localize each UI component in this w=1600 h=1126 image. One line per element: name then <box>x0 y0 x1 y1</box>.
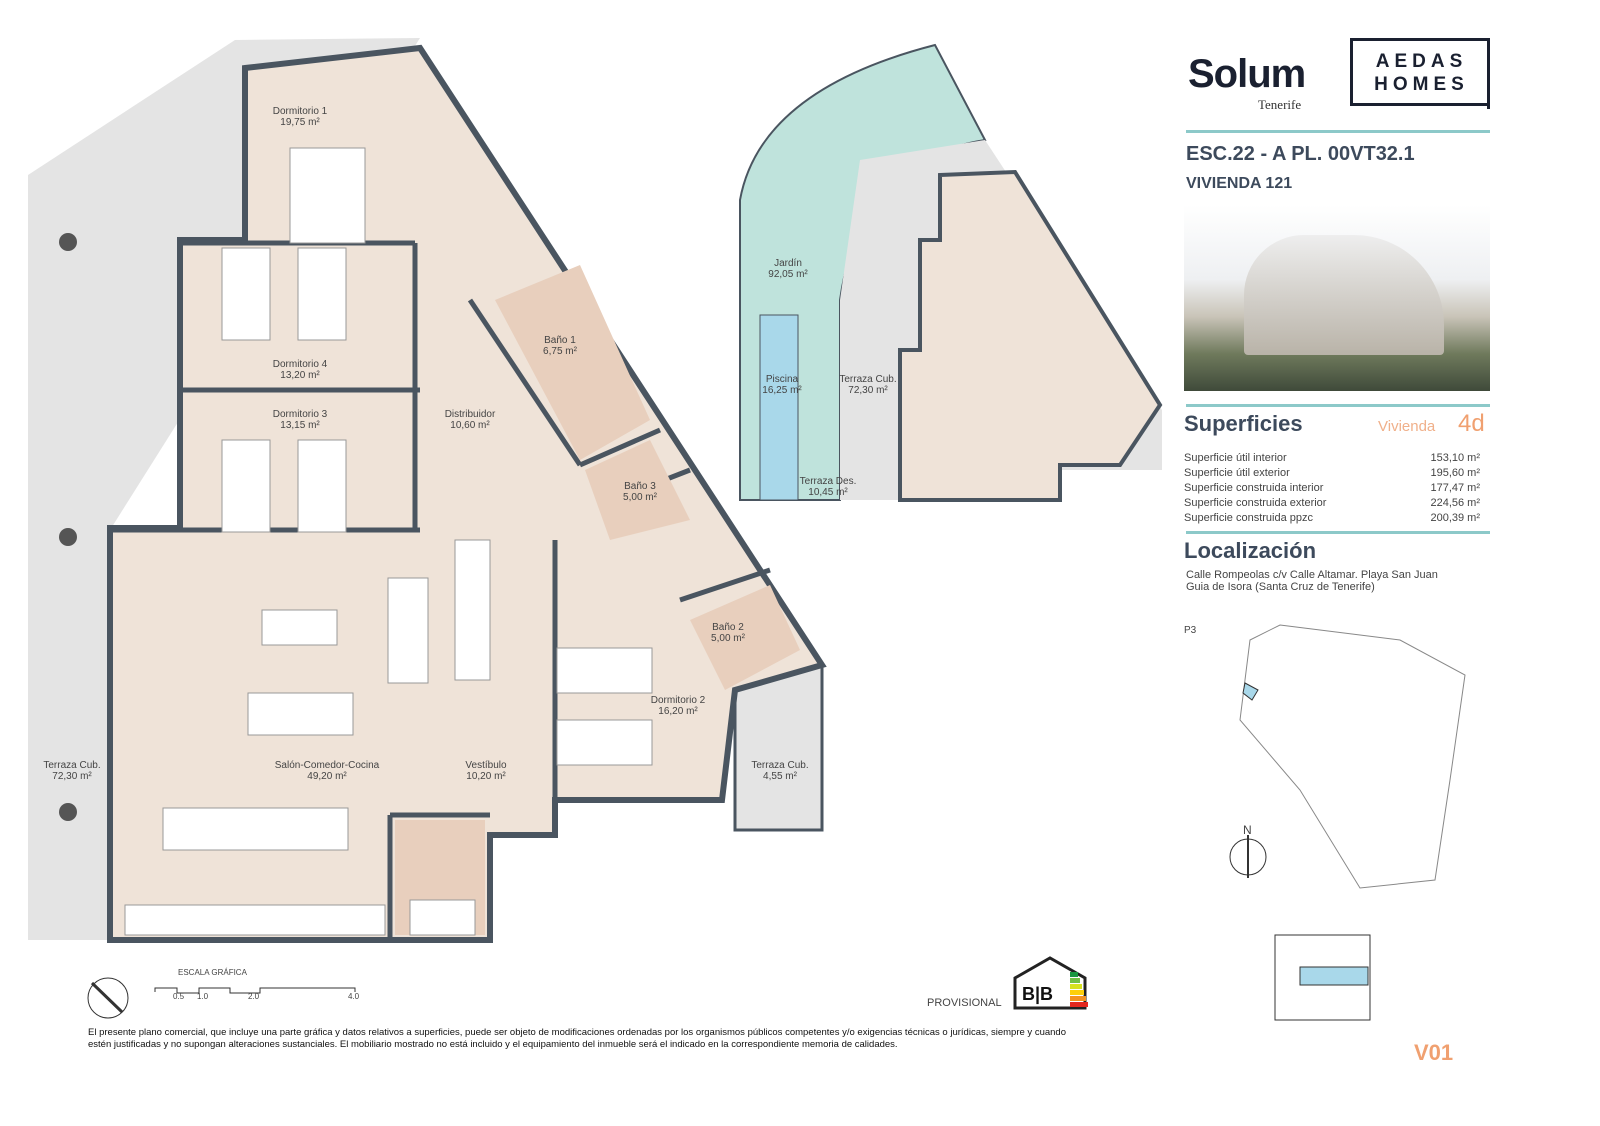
type-label: Vivienda <box>1378 418 1436 435</box>
floor-label: P3 <box>1184 625 1197 636</box>
terrace-area <box>28 38 420 940</box>
location-map <box>1239 624 1466 889</box>
terrace-label: Terraza Cub.72,30 m² <box>839 374 897 396</box>
address: Calle Rompeolas c/v Calle Altamar. Playa… <box>1186 569 1438 593</box>
compass-icon <box>87 977 129 1019</box>
bathroom-floor <box>585 440 690 540</box>
north-label: N <box>1243 823 1252 837</box>
divider <box>1186 531 1490 534</box>
scale-tick: 2.0 <box>248 992 260 1001</box>
columns <box>59 233 77 821</box>
energy-scale-bars <box>1070 972 1088 1007</box>
building-render-image <box>1184 205 1490 391</box>
section-diagram <box>1274 934 1371 1021</box>
room-label: Terraza Cub.4,55 m² <box>751 760 809 782</box>
furniture <box>124 147 653 936</box>
room-label: Terraza Cub.72,30 m² <box>43 760 101 782</box>
energy-provisional-label: PROVISIONAL <box>927 997 1002 1009</box>
unit-code: ESC.22 - A PL. 00VT32.1 <box>1186 143 1415 165</box>
scale-title: ESCALA GRÁFICA <box>178 968 247 977</box>
pool <box>759 314 799 501</box>
unit-name: VIVIENDA 121 <box>1186 175 1293 192</box>
mini-apartment <box>898 169 1163 502</box>
superficies-title: Superficies <box>1184 411 1303 436</box>
scale-bar <box>154 987 356 994</box>
bathroom-floor <box>495 265 650 460</box>
divider <box>1186 404 1490 407</box>
divider <box>1186 130 1490 133</box>
energy-rating: B|B <box>1022 984 1054 1004</box>
solum-logo-sub: Tenerife <box>1258 97 1302 112</box>
localizacion-title: Localización <box>1184 538 1317 563</box>
terrace-right <box>733 663 824 832</box>
bathroom-floor <box>690 585 800 690</box>
solum-logo: Solum <box>1188 52 1306 96</box>
energy-label-icon <box>1013 956 1087 1010</box>
disclaimer: El presente plano comercial, que incluye… <box>88 1027 1066 1050</box>
version-label: V01 <box>1414 1040 1454 1065</box>
scale-tick: 0.5 <box>173 992 185 1001</box>
type-value: 4d <box>1458 410 1485 437</box>
scale-tick: 4.0 <box>348 992 360 1001</box>
terrace-label: Terraza Des.10,45 m² <box>799 476 857 498</box>
scale-tick: 1.0 <box>197 992 209 1001</box>
unit-location-marker <box>1242 682 1259 701</box>
